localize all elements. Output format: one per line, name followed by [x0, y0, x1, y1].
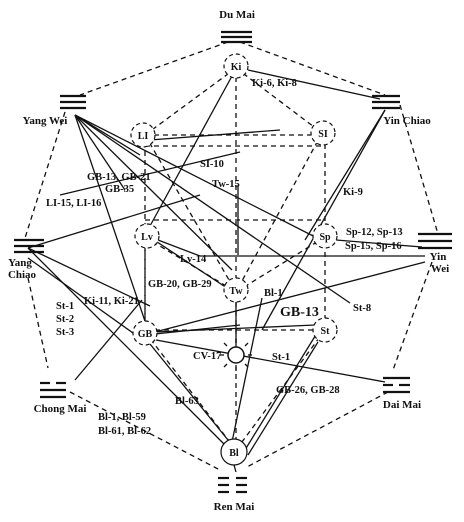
node-lv: Lv — [134, 223, 160, 249]
node-ki-label: Ki — [231, 62, 242, 73]
node-si: SI — [310, 120, 336, 146]
vessel-yin-wei-line1: Yin — [430, 251, 447, 263]
node-tw: Tw — [223, 277, 249, 303]
ren-mai-trigram — [218, 476, 247, 494]
label-st1-lower: St-1 — [272, 352, 290, 363]
label-sp12-sp13: Sp-12, Sp-13 — [346, 227, 403, 238]
vessel-yin-wei-line2: Wei — [431, 263, 449, 275]
label-bl63: Bl-63 — [175, 396, 199, 407]
label-st8: St-8 — [353, 303, 371, 314]
label-ki11-ki21: Ki-11, Ki-21 — [84, 296, 139, 307]
node-sp-label: Sp — [319, 232, 331, 243]
label-li15-li16: LI-15, LI-16 — [46, 198, 101, 209]
du-mai-trigram — [221, 30, 252, 44]
node-li: LI — [130, 122, 156, 148]
label-lv14: Lv-14 — [180, 254, 207, 265]
label-sp15-sp16: Sp-15, Sp-16 — [345, 241, 402, 252]
label-si10: SI-10 — [200, 159, 224, 170]
chong-mai-trigram — [40, 381, 66, 399]
label-gb13-gb21: GB-13, GB-21 — [87, 172, 151, 183]
label-st1: St-1 — [56, 301, 74, 312]
yang-chiao-trigram — [14, 238, 44, 254]
label-tw15: Tw-15 — [212, 179, 240, 190]
yang-wei-trigram — [60, 94, 86, 110]
node-bl-label: Bl — [229, 448, 239, 459]
node-li-label: LI — [138, 131, 149, 142]
label-ki6-ki8: Ki-6, Ki-8 — [252, 78, 297, 89]
yin-chiao-trigram — [372, 94, 400, 110]
label-st2: St-2 — [56, 314, 74, 325]
node-bl: Bl — [220, 438, 248, 466]
node-ki: Ki — [223, 53, 249, 79]
sun-icon — [220, 339, 252, 371]
node-st-label: St — [321, 326, 331, 337]
label-gb20-gb29: GB-20, GB-29 — [148, 279, 212, 290]
node-st: St — [312, 317, 338, 343]
outer-octagon — [24, 41, 439, 471]
label-cv17: CV-17 — [193, 351, 221, 362]
label-gb35: GB-35 — [105, 184, 134, 195]
yin-wei-trigram — [418, 232, 452, 250]
vessel-ren-mai: Ren Mai — [214, 501, 255, 513]
label-st3: St-3 — [56, 327, 74, 338]
solid-connections — [27, 69, 426, 473]
node-lv-label: Lv — [141, 232, 153, 243]
label-ki9: Ki-9 — [343, 187, 363, 198]
dai-mai-trigram — [383, 376, 410, 394]
label-gb13-large: GB-13 — [280, 305, 319, 320]
vessel-dai-mai: Dai Mai — [383, 399, 421, 411]
label-gb26-gb28: GB-26, GB-28 — [276, 385, 340, 396]
node-gb-label: GB — [138, 329, 153, 340]
trigram-symbols — [14, 30, 452, 494]
label-bl1-right: Bl-1 — [264, 288, 283, 299]
label-bl61-bl62: Bl-61, Bl-62 — [98, 426, 151, 437]
label-bl1-bl59: Bl-1, Bl-59 — [98, 412, 146, 423]
node-tw-label: Tw — [229, 286, 243, 297]
vessel-yin-chiao: Yin Chiao — [383, 115, 431, 127]
inner-dashed-frame — [144, 67, 326, 455]
vessel-yang-chiao-line2: Chiao — [8, 269, 37, 281]
node-si-label: SI — [318, 129, 328, 140]
vessel-chong-mai: Chong Mai — [34, 403, 87, 415]
node-sp: Sp — [312, 223, 338, 249]
node-gb: GB — [132, 320, 158, 346]
vessel-yang-chiao-line1: Yang — [8, 257, 32, 269]
vessel-du-mai: Du Mai — [219, 9, 255, 21]
vessel-yang-wei: Yang Wei — [23, 115, 68, 127]
